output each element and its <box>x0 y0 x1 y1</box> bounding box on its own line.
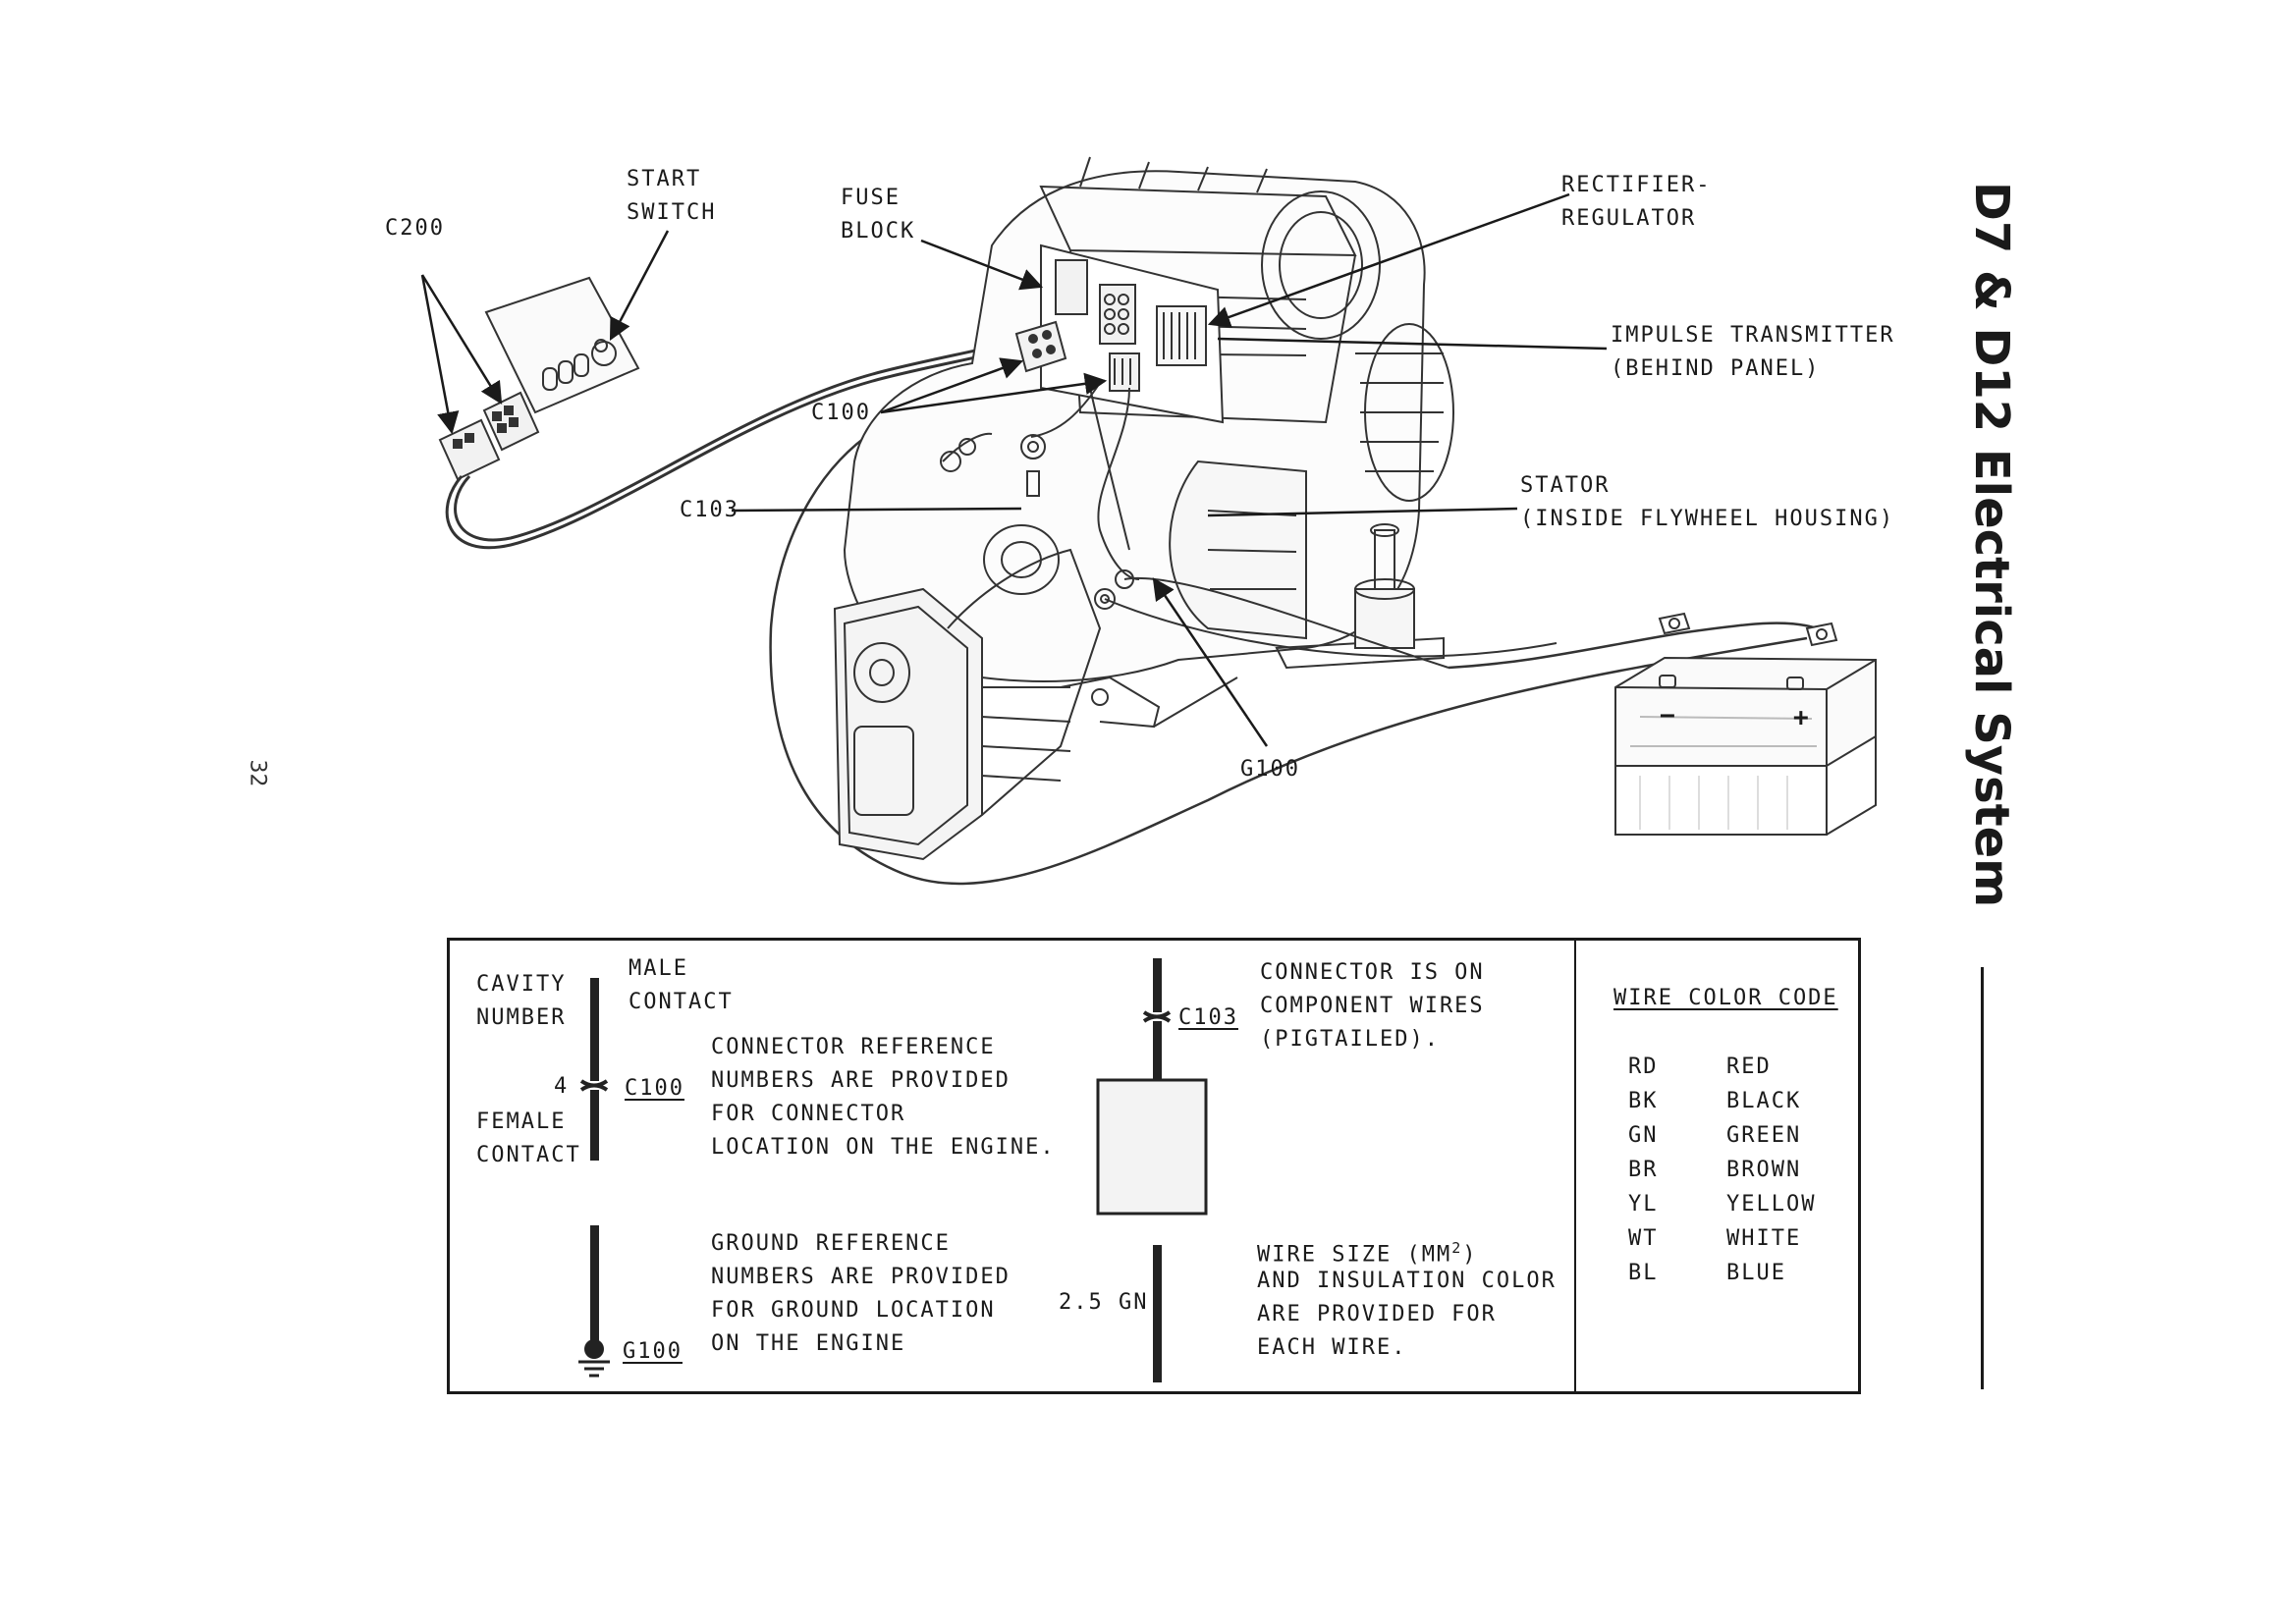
start-switch-label-line2: SWITCH <box>627 200 717 225</box>
stator-leader <box>1207 507 1518 517</box>
female-contact-line1: FEMALE <box>476 1109 567 1134</box>
wire-size-line2: AND INSULATION COLOR <box>1257 1269 1557 1293</box>
wire-size-line4: EACH WIRE. <box>1257 1335 1407 1360</box>
female-contact-line2: CONTACT <box>476 1143 581 1167</box>
title-rule <box>1981 967 1984 1389</box>
legend-divider <box>1574 941 1576 1391</box>
wcc-color-0: RED <box>1726 1055 1772 1079</box>
stator-label-line1: STATOR <box>1520 473 1611 498</box>
ground-reference-line1: GROUND REFERENCE <box>711 1231 951 1256</box>
wcc-code-2: GN <box>1628 1123 1659 1148</box>
wcc-code-0: RD <box>1628 1055 1659 1079</box>
connector-reference-line4: LOCATION ON THE ENGINE. <box>711 1135 1056 1160</box>
wire-size-line3: ARE PROVIDED FOR <box>1257 1302 1497 1326</box>
connector-c103-ref: C103 <box>1178 1005 1238 1030</box>
wcc-code-1: BK <box>1628 1089 1659 1113</box>
wcc-color-3: BROWN <box>1726 1158 1802 1182</box>
wcc-color-4: YELLOW <box>1726 1192 1817 1217</box>
g100-label: G100 <box>1240 757 1300 782</box>
wire-color-code-heading: WIRE COLOR CODE <box>1613 986 1838 1010</box>
connector-c100-ref: C100 <box>625 1076 684 1101</box>
c103-label: C103 <box>680 498 739 522</box>
start-switch-leader <box>609 230 670 341</box>
wcc-color-1: BLACK <box>1726 1089 1802 1113</box>
battery <box>1614 656 1877 836</box>
c200-leader-1 <box>420 274 460 435</box>
c200-label: C200 <box>385 216 445 241</box>
rectifier-leader <box>1207 192 1570 328</box>
battery-clamp-pos <box>1805 622 1838 647</box>
wire-size-line1: WIRE SIZE (MM2) <box>1257 1239 1478 1268</box>
pigtail-line2: COMPONENT WIRES <box>1260 994 1485 1018</box>
cavity-number-line1: CAVITY <box>476 972 567 997</box>
connector-symbol <box>579 978 609 1161</box>
fuse-block-leader <box>920 239 1044 291</box>
battery-plus-label: + <box>1793 703 1811 732</box>
fuse-block-label-line2: BLOCK <box>841 219 916 243</box>
wcc-code-6: BL <box>1628 1261 1659 1285</box>
ground-g100-ref: G100 <box>623 1339 683 1364</box>
ground-reference-line2: NUMBERS ARE PROVIDED <box>711 1265 1011 1289</box>
ground-reference-line3: FOR GROUND LOCATION <box>711 1298 996 1323</box>
pigtail-symbol <box>1096 958 1208 1216</box>
cavity-number-line2: NUMBER <box>476 1005 567 1030</box>
wcc-color-5: WHITE <box>1726 1226 1802 1251</box>
c100-leader-2 <box>880 372 1108 414</box>
c103-leader <box>731 507 1022 513</box>
pigtail-line3: (PIGTAILED). <box>1260 1027 1440 1052</box>
start-switch-label-line1: START <box>627 167 702 191</box>
impulse-transmitter-label-line2: (BEHIND PANEL) <box>1611 356 1821 381</box>
page-number: 32 <box>245 759 270 787</box>
rectifier-label-line1: RECTIFIER- <box>1561 173 1712 197</box>
legend-box: CAVITY NUMBER MALE CONTACT 4 C100 FEMALE… <box>447 938 1861 1394</box>
fuse-block-label-line1: FUSE <box>841 186 901 210</box>
g100-leader <box>1152 577 1269 747</box>
start-switch-panel <box>484 276 640 414</box>
impulse-transmitter-leader <box>1217 337 1608 351</box>
c100-leader-1 <box>880 357 1024 414</box>
c200-connector <box>438 391 540 481</box>
c200-leader-2 <box>420 274 503 405</box>
rectifier-label-line2: REGULATOR <box>1561 206 1697 231</box>
wire-size-value: 2.5 GN <box>1059 1290 1149 1315</box>
legend-symbols <box>578 958 1208 1382</box>
male-contact-line2: CONTACT <box>629 990 734 1014</box>
wcc-code-5: WT <box>1628 1226 1659 1251</box>
connector-reference-line2: NUMBERS ARE PROVIDED <box>711 1068 1011 1093</box>
connector-reference-line1: CONNECTOR REFERENCE <box>711 1035 996 1059</box>
wcc-code-3: BR <box>1628 1158 1659 1182</box>
impulse-transmitter-label-line1: IMPULSE TRANSMITTER <box>1611 323 1895 348</box>
cavity-value: 4 <box>554 1074 570 1099</box>
pigtail-line1: CONNECTOR IS ON <box>1260 960 1485 985</box>
battery-minus-label: − <box>1660 701 1677 730</box>
battery-clamp-neg <box>1658 612 1691 635</box>
wcc-code-4: YL <box>1628 1192 1659 1217</box>
wcc-color-2: GREEN <box>1726 1123 1802 1148</box>
ground-symbol <box>578 1225 610 1378</box>
wcc-color-6: BLUE <box>1726 1261 1786 1285</box>
stator-label-line2: (INSIDE FLYWHEEL HOUSING) <box>1520 507 1895 531</box>
connector-reference-line3: FOR CONNECTOR <box>711 1102 906 1126</box>
male-contact-line1: MALE <box>629 956 688 981</box>
ground-reference-line4: ON THE ENGINE <box>711 1331 906 1356</box>
wire-symbol <box>1153 1245 1162 1382</box>
c100-label: C100 <box>811 401 871 425</box>
page-title: D7 & D12 Electrical System <box>1964 182 2019 908</box>
